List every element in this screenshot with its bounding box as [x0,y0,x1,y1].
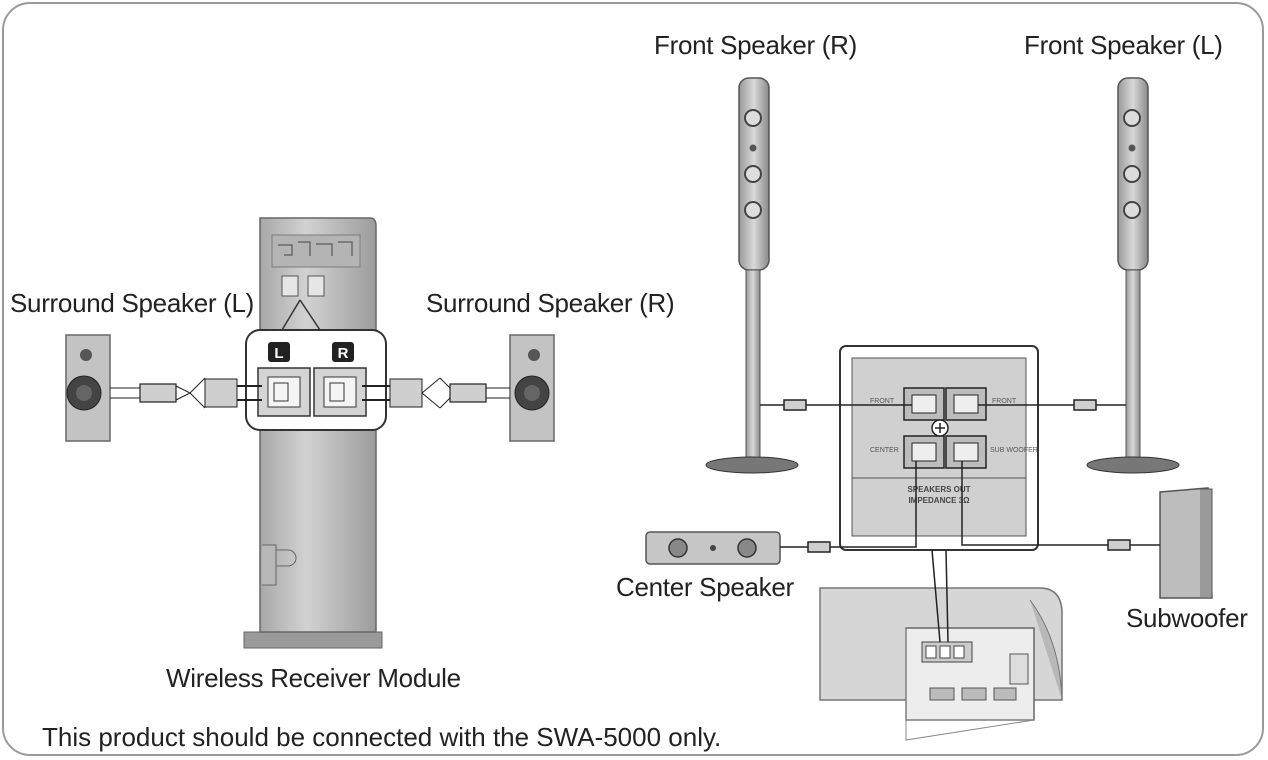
left-badge-text: L [274,345,283,362]
surround-speaker-left-label: Surround Speaker (L) [10,288,255,318]
surround-speaker-right-label: Surround Speaker (R) [426,288,675,318]
panel-callout-pointer [931,549,949,643]
subwoofer-cable [961,461,1160,551]
panel-footer-1: SPEAKERS OUT [907,485,970,494]
center-speaker [645,531,781,565]
subwoofer-label: Subwoofer [1126,603,1248,633]
front-speaker-right-label: Front Speaker (R) [654,30,857,60]
front-cables [760,399,1126,411]
surround-cables [110,377,510,409]
surround-speaker-left [65,334,111,442]
front-speaker-right [705,77,799,474]
center-speaker-label: Center Speaker [616,572,794,602]
subwoofer [1159,487,1213,599]
center-cable [780,461,917,553]
compatibility-note: This product should be connected with th… [42,722,722,752]
front-speaker-left [1086,77,1180,474]
wireless-receiver-module: L R [243,217,387,649]
panel-sub: SUB WOOFER [990,447,1038,454]
speakers-out-panel: FRONT FRONT CENTER SUB WOOFER SPEAKERS O… [839,345,1039,551]
panel-footer-2: IMPEDANCE 3Ω [908,496,970,505]
main-unit [819,587,1063,741]
right-terminal-badge [332,342,354,362]
right-badge-text: R [338,345,349,362]
surround-speaker-right [509,334,555,442]
panel-front-r: FRONT [870,398,895,405]
front-speaker-left-label: Front Speaker (L) [1024,30,1223,60]
receiver-module-label: Wireless Receiver Module [166,663,461,693]
left-terminal-badge [268,342,290,362]
panel-center: CENTER [870,447,899,454]
panel-front-l: FRONT [992,398,1017,405]
